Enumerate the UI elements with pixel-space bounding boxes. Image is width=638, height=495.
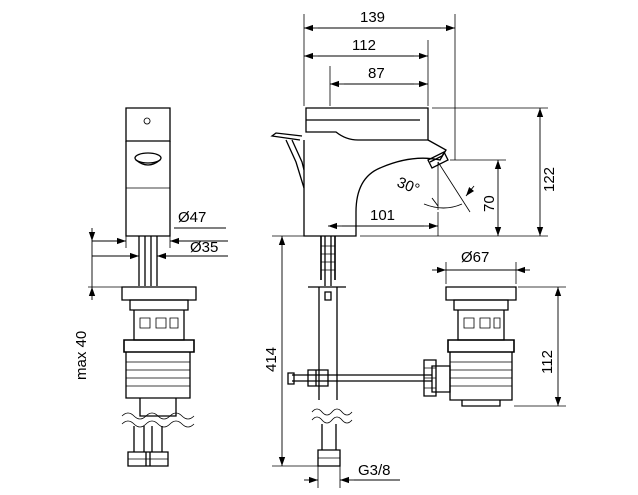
front-view [121, 107, 197, 467]
dim-outlet-angle: 30° [395, 174, 422, 198]
dim-max-thickness: max 40 [73, 331, 90, 380]
dim-outlet-height: 70 [481, 195, 498, 212]
dim-body-diameter: Ø47 [178, 209, 206, 226]
side-view-dimensions: 139 112 87 122 70 30° 101 [263, 9, 558, 488]
waste-view [423, 286, 517, 407]
waste-view-dimensions: Ø67 112 [432, 249, 566, 407]
dim-waste-height: 112 [539, 350, 556, 374]
dim-base-diameter: Ø35 [190, 239, 218, 256]
dim-overall-width: 139 [360, 9, 385, 26]
dim-connection-thread: G3/8 [358, 462, 391, 479]
side-view [270, 107, 449, 467]
dim-handle-length: 87 [368, 65, 385, 82]
dim-waste-diameter: Ø67 [461, 249, 489, 266]
dim-spout-height: 122 [541, 167, 558, 192]
front-view-dimensions: Ø47 Ø35 max 40 [73, 209, 228, 380]
dim-spout-reach: 101 [370, 207, 395, 224]
dim-total-length: 414 [263, 347, 280, 372]
dim-spout-projection: 112 [352, 37, 376, 54]
